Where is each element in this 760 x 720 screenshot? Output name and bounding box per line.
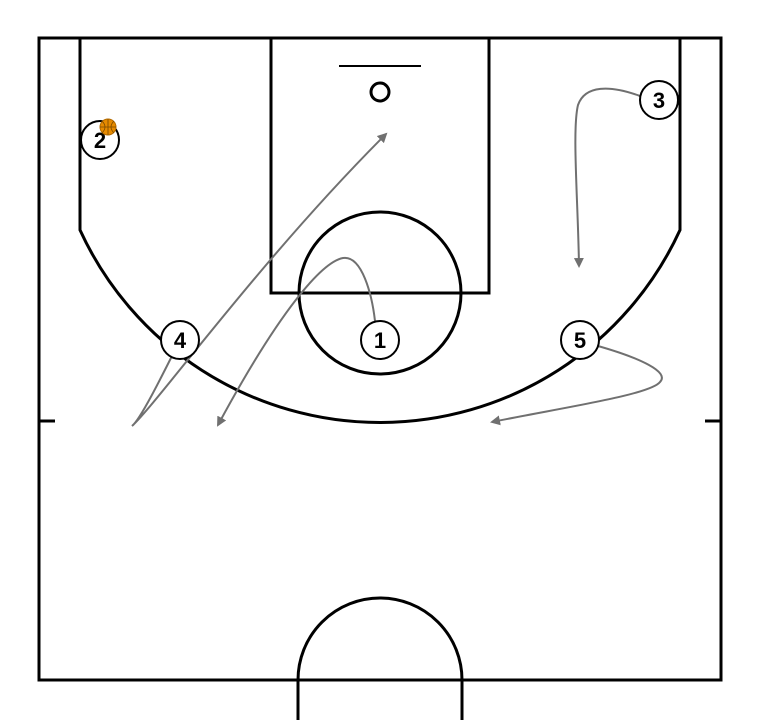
player-4-number: 4 — [174, 328, 187, 353]
player-3[interactable]: 3 — [639, 80, 679, 120]
basketball-icon — [99, 118, 117, 136]
basket — [369, 81, 391, 103]
player-3-cut-path — [573, 87, 641, 268]
player-3-number: 3 — [653, 88, 665, 113]
player-2-number: 2 — [94, 128, 106, 153]
player-4-marker — [160, 320, 200, 360]
movement-paths — [131, 87, 663, 427]
player-5-number: 5 — [574, 328, 586, 353]
player-4-cut-path — [131, 132, 388, 427]
player-1[interactable]: 1 — [360, 320, 400, 360]
center-circle — [296, 596, 464, 720]
court-lines — [37, 36, 723, 720]
player-5-marker — [560, 320, 600, 360]
player-3-marker — [639, 80, 679, 120]
player-1-number: 1 — [374, 328, 386, 353]
player-5-cut-path — [490, 345, 663, 426]
player-5[interactable]: 5 — [560, 320, 600, 360]
free-throw-circle — [297, 210, 463, 376]
player-1-marker — [360, 320, 400, 360]
paint-lane — [269, 36, 491, 295]
three-point-line — [78, 38, 682, 425]
player-4[interactable]: 4 — [160, 320, 200, 360]
player-1-cut-path — [217, 256, 376, 427]
